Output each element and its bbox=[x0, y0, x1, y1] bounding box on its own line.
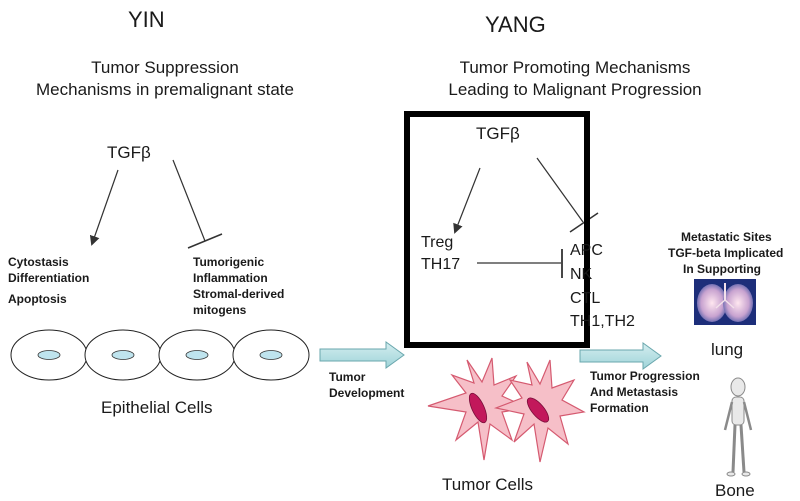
tumor-progression-line1: Tumor Progression bbox=[590, 369, 700, 383]
yin-arrow-to-cytostasis bbox=[89, 169, 119, 246]
tumor-development-arrow bbox=[319, 341, 405, 369]
bone-label: Bone bbox=[715, 481, 755, 500]
ctl-label: CTL bbox=[570, 290, 601, 307]
tumor-development-line1: Tumor bbox=[329, 370, 366, 384]
yin-tgf-beta: TGFβ bbox=[107, 143, 151, 162]
yang-arrow-to-treg bbox=[453, 167, 481, 234]
tumor-progression-arrow bbox=[579, 342, 662, 370]
treg-label: Treg bbox=[421, 234, 454, 251]
tumor-cell-left bbox=[427, 357, 531, 461]
epithelial-cells bbox=[10, 329, 310, 381]
th1-th2-label: TH1,TH2 bbox=[570, 313, 635, 330]
yin-subtitle-line1: Tumor Suppression bbox=[91, 58, 239, 77]
yin-differentiation: Differentiation bbox=[8, 271, 90, 285]
apc-label: APC bbox=[570, 242, 603, 259]
yang-subtitle-line2: Leading to Malignant Progression bbox=[448, 80, 702, 99]
yin-mitogens: mitogens bbox=[193, 303, 247, 317]
tumor-cells-label: Tumor Cells bbox=[442, 475, 533, 494]
metastatic-sites-line3: In Supporting bbox=[683, 262, 761, 276]
epithelial-cells-label: Epithelial Cells bbox=[101, 398, 213, 417]
yang-title: YANG bbox=[485, 12, 546, 37]
yin-cytostasis: Cytostasis bbox=[8, 255, 69, 269]
metastatic-sites-line1: Metastatic Sites bbox=[681, 230, 772, 244]
skeleton-image bbox=[723, 377, 753, 477]
yin-tumorigenic: Tumorigenic bbox=[193, 255, 265, 269]
yin-inhibit-line bbox=[172, 159, 206, 242]
yin-subtitle-line2: Mechanisms in premalignant state bbox=[36, 80, 294, 99]
yin-inhibit-bar bbox=[187, 233, 223, 249]
tumor-development-line2: Development bbox=[329, 386, 405, 400]
lung-image bbox=[694, 279, 756, 325]
nk-label: NK bbox=[570, 266, 593, 283]
yang-subtitle-line1: Tumor Promoting Mechanisms bbox=[459, 58, 691, 77]
tumor-progression-line2: And Metastasis bbox=[590, 385, 679, 399]
tumor-progression-line3: Formation bbox=[590, 401, 649, 415]
th17-label: TH17 bbox=[421, 256, 461, 273]
lung-label: lung bbox=[711, 340, 744, 359]
yin-apoptosis: Apoptosis bbox=[8, 292, 67, 306]
yin-inflammation: Inflammation bbox=[193, 271, 268, 285]
tumor-cell-right bbox=[493, 359, 586, 463]
yang-tgf-beta: TGFβ bbox=[476, 124, 520, 143]
yin-stromal-derived: Stromal-derived bbox=[193, 287, 285, 301]
yin-title: YIN bbox=[128, 7, 165, 32]
metastatic-sites-line2: TGF-beta Implicated bbox=[668, 246, 784, 260]
immune-regulation-box bbox=[404, 111, 590, 348]
yang-inhibit-line bbox=[536, 157, 584, 223]
